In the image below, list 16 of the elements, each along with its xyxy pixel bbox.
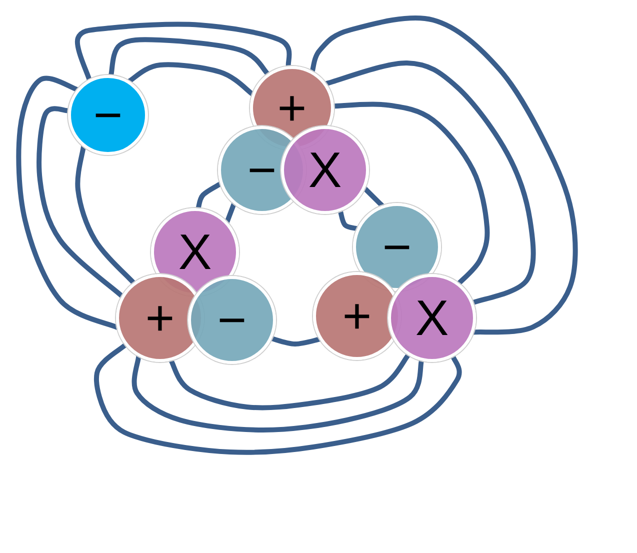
connector-line — [16, 76, 120, 330]
connector-line — [324, 60, 536, 306]
connector-line — [168, 352, 411, 410]
connector-line — [224, 201, 236, 224]
connector-line — [74, 22, 292, 82]
connector-line — [338, 208, 360, 232]
connector-line — [269, 336, 322, 346]
connector-line — [362, 186, 385, 208]
charge-circle: X — [281, 126, 369, 214]
charge-circle: X — [388, 274, 476, 362]
charge-circle: − — [68, 75, 148, 155]
connector-line — [75, 144, 136, 286]
connector-line — [132, 354, 424, 432]
connector-line — [126, 62, 255, 97]
charge-circle: − — [188, 276, 276, 364]
connector-line — [310, 16, 578, 335]
